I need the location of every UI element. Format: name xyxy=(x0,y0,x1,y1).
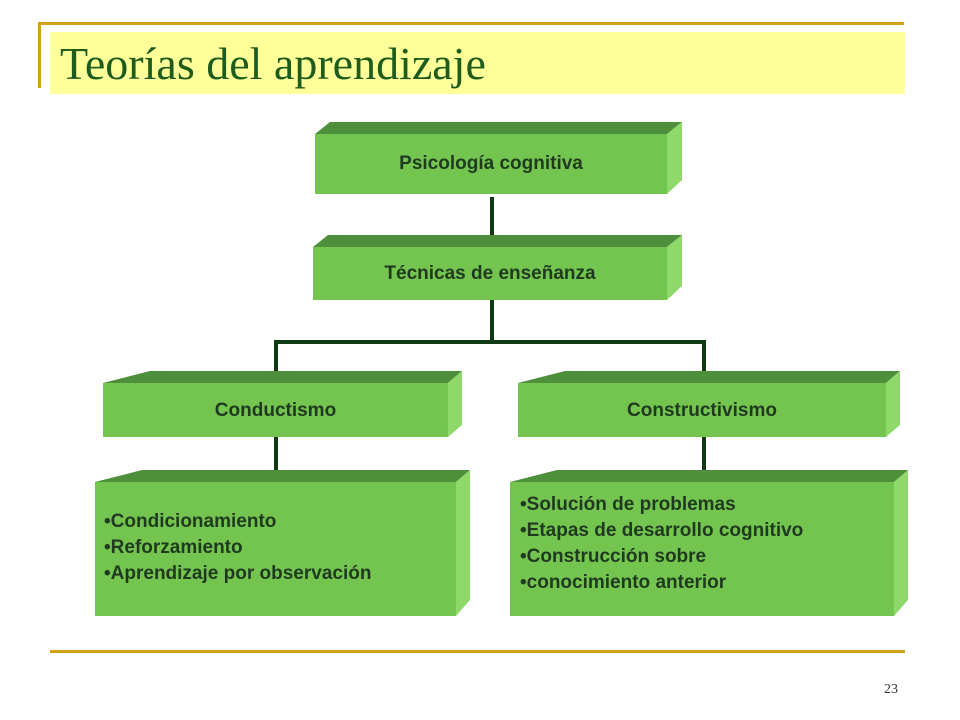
slide-title: Teorías del aprendizaje xyxy=(60,38,486,89)
title-bar xyxy=(50,32,905,94)
list-item: conocimiento anterior xyxy=(520,570,803,596)
box-conductismo xyxy=(103,371,462,437)
list-item: Reforzamiento xyxy=(104,535,371,561)
bottom-rule xyxy=(50,650,905,653)
list-item: Aprendizaje por observación xyxy=(104,561,372,587)
box-root xyxy=(315,122,682,194)
label-conductismo: Conductismo xyxy=(214,400,337,421)
label-root: Psicología cognitiva xyxy=(399,153,583,174)
label-constructivismo: Constructivismo xyxy=(627,400,777,421)
list-item: Condicionamiento xyxy=(104,509,371,535)
top-rule xyxy=(38,22,904,25)
box-constructivismo xyxy=(518,371,900,437)
list-item: Solución de problemas xyxy=(520,492,803,518)
list-item: Etapas de desarrollo cognitivo xyxy=(520,518,804,544)
conductismo-list: Condicionamiento Reforzamiento Aprendiza… xyxy=(104,509,372,587)
label-level2: Técnicas de enseñanza xyxy=(384,263,596,284)
box-level2 xyxy=(313,235,682,300)
constructivismo-list: Solución de problemas Etapas de desarrol… xyxy=(520,492,804,596)
page-number: 23 xyxy=(884,682,898,697)
left-rule xyxy=(38,22,41,88)
list-item: Construcción sobre xyxy=(520,544,803,570)
